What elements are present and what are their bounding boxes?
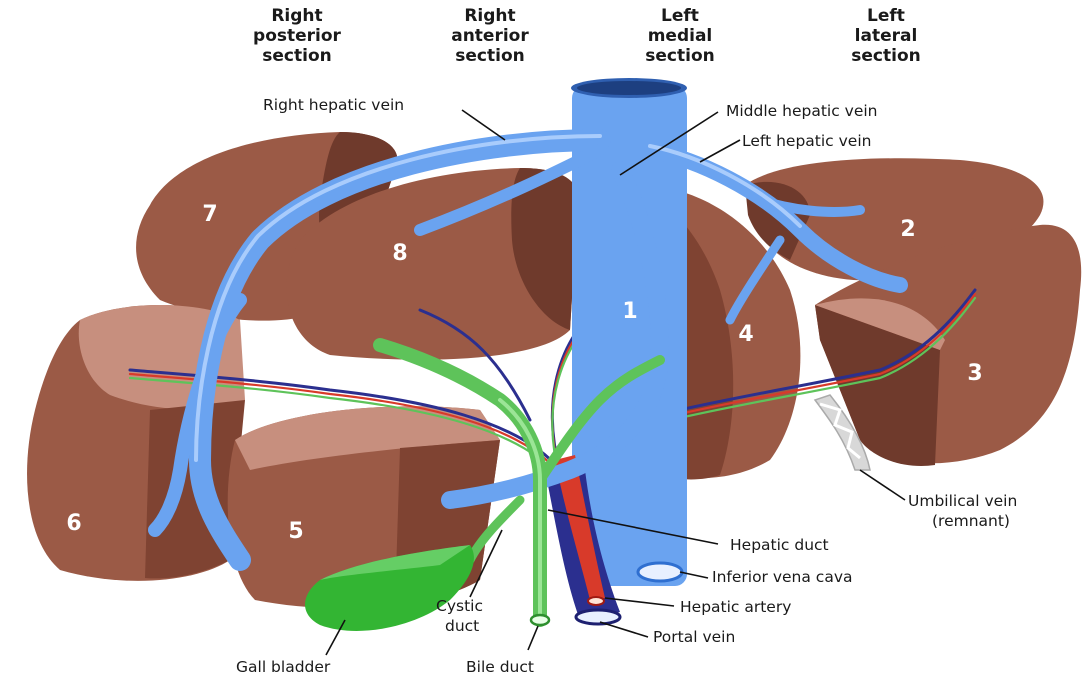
header-line: section [455,46,524,66]
segment-number-7: 7 [202,202,217,227]
segment-number-2: 2 [900,217,915,242]
leader-portal-vein [600,622,648,637]
label-middle-hepatic-vein: Middle hepatic vein [726,102,878,120]
section-header-right-anterior: Right anterior section [451,6,529,66]
label-umbilical-vein-remnant: (remnant) [932,512,1010,530]
section-header-right-posterior: Right posterior section [253,6,342,66]
segment-number-5: 5 [288,519,303,544]
label-gall-bladder: Gall bladder [236,658,331,676]
bile-duct-opening [531,615,549,625]
header-line: section [851,46,920,66]
leader-bile-duct [528,626,538,650]
liver-segments [27,132,1081,608]
segment-number-3: 3 [967,361,982,386]
leader-umbilical-vein [860,470,905,500]
label-portal-vein: Portal vein [653,628,735,646]
segment-number-1: 1 [622,299,637,324]
label-bile-duct: Bile duct [466,658,534,676]
header-line: medial [648,26,713,46]
header-line: Right [464,6,515,26]
leader-left-hepatic-vein [700,140,740,162]
header-line: Left [661,6,699,26]
header-line: section [645,46,714,66]
header-line: posterior [253,26,342,46]
segment-number-4: 4 [738,322,753,347]
section-header-left-medial: Left medial section [645,6,714,66]
header-line: Right [271,6,322,26]
header-line: lateral [855,26,918,46]
label-right-hepatic-vein: Right hepatic vein [263,96,404,114]
label-umbilical-vein: Umbilical vein [908,492,1017,510]
segment-number-6: 6 [66,511,81,536]
leader-right-hepatic-vein [462,110,505,140]
header-line: section [262,46,331,66]
segment-number-8: 8 [392,241,407,266]
label-hepatic-duct: Hepatic duct [730,536,829,554]
label-hepatic-artery: Hepatic artery [680,598,791,616]
label-cystic-duct-2: duct [445,617,479,635]
label-left-hepatic-vein: Left hepatic vein [742,132,871,150]
section-header-left-lateral: Left lateral section [851,6,920,66]
label-inferior-vena-cava: Inferior vena cava [712,568,853,586]
label-cystic-duct: Cystic [436,597,483,615]
header-line: anterior [451,26,529,46]
header-line: Left [867,6,905,26]
